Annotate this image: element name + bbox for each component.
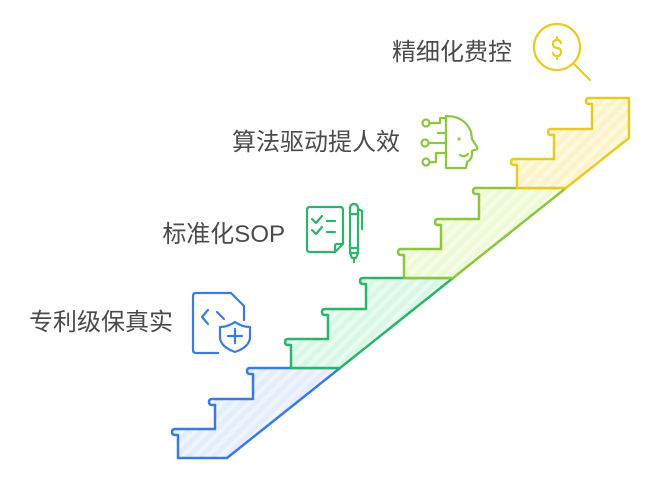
document-outline (191, 291, 246, 355)
document-shield-icon (191, 291, 252, 355)
stair-segment-3 (396, 186, 568, 280)
step-label-4: 精细化费控 (392, 39, 512, 66)
head-mouth (458, 152, 470, 158)
head-profile (444, 114, 479, 170)
step-label-1: 专利级保真实 (29, 309, 173, 336)
page-fold (333, 242, 345, 254)
magnifier-lens (532, 22, 582, 72)
code-bracket (200, 308, 210, 326)
circuit-node-2 (420, 138, 430, 148)
plus-sign (226, 327, 244, 345)
pen-tip (348, 251, 360, 264)
code-slash (215, 310, 226, 321)
stair-segment-outline (396, 186, 568, 280)
check-mark-2 (310, 225, 324, 236)
circuit-node-1 (421, 118, 431, 128)
stair-segment-1 (170, 366, 342, 460)
dollar-sign (551, 35, 563, 61)
stair-segment-outline (170, 366, 342, 460)
pen-body (348, 202, 360, 255)
circuit-node-3 (421, 157, 431, 167)
magnifier-handle (572, 62, 592, 82)
shield-outline (218, 320, 252, 354)
stair-segment-outline (509, 96, 631, 190)
checklist-page (305, 205, 345, 254)
checklist-pen-icon (305, 202, 364, 264)
head-eye (457, 137, 461, 141)
step-label-3: 算法驱动提人效 (232, 129, 400, 156)
circuit-trace-4 (428, 151, 448, 164)
stair-segment-4 (509, 96, 631, 190)
stair-segment-outline (283, 276, 455, 370)
stair-segment-2 (283, 276, 455, 370)
pen-bands (348, 212, 360, 250)
check-mark-1 (310, 214, 324, 225)
circuit-trace-1 (428, 116, 448, 125)
ai-head-icon (420, 114, 479, 170)
dollar-magnifier-icon (532, 22, 592, 82)
step-label-2: 标准化SOP (162, 221, 285, 248)
pen-clip (356, 207, 364, 231)
